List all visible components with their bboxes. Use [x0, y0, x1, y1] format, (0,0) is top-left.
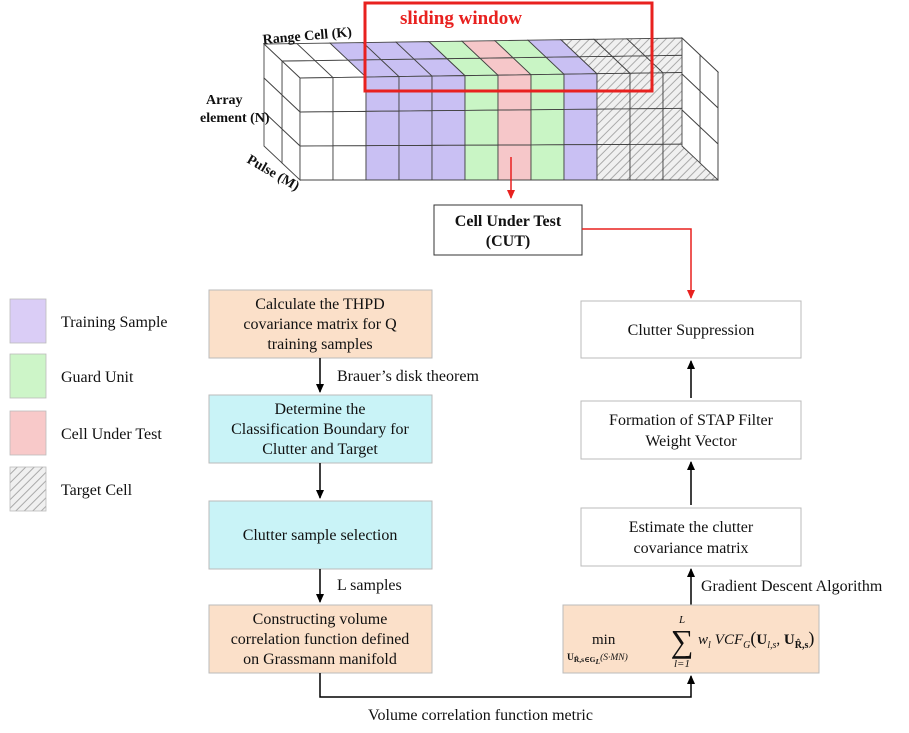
cube-cell — [563, 144, 598, 181]
legend-swatch-target — [9, 466, 47, 512]
formula-box — [562, 604, 820, 674]
legend-label-guard: Guard Unit — [61, 369, 134, 386]
l-samples-label: L samples — [337, 577, 402, 594]
formation-text-1: Formation of STAP Filter — [609, 412, 774, 429]
cube-cell — [596, 108, 631, 146]
cut-to-suppression-arrow — [582, 228, 695, 299]
estimate-text-2: covariance matrix — [633, 540, 748, 557]
formation-box — [580, 400, 802, 460]
cube-cell — [464, 109, 499, 146]
determine-text-3: Clutter and Target — [262, 441, 378, 458]
cube-cell — [263, 110, 283, 165]
legend-label-target: Target Cell — [61, 482, 133, 499]
cube-cell — [629, 108, 664, 145]
cube-cell — [398, 144, 433, 181]
calc-text-1: Calculate the THPD — [255, 296, 384, 313]
calc-text-3: training samples — [267, 336, 372, 353]
selection-box — [208, 500, 433, 570]
cube-cell — [332, 145, 367, 181]
cube-cell — [497, 109, 532, 146]
array-element-label-2: element (N) — [200, 111, 270, 126]
cube-cell — [332, 76, 367, 113]
metric-connector-arrow — [319, 673, 695, 698]
legend-label-cut: Cell Under Test — [61, 426, 162, 443]
cube-cell — [431, 109, 466, 146]
construct-text-3: on Grassmann manifold — [243, 651, 397, 668]
cube-cell — [530, 109, 565, 146]
formula-sigma: ∑ — [671, 623, 694, 659]
brauer-label: Brauer’s disk theorem — [337, 368, 479, 385]
cube-cell — [563, 108, 598, 146]
cube-cell — [398, 110, 433, 146]
suppression-text: Clutter Suppression — [628, 322, 755, 339]
estimate-box — [580, 507, 802, 567]
cube-cell — [464, 144, 499, 181]
cut-box-text-2: (CUT) — [486, 233, 530, 250]
cube-cell — [299, 145, 334, 181]
sliding-window-label: sliding window — [400, 8, 522, 29]
cube-cell — [299, 77, 334, 113]
cube-cell — [365, 145, 400, 181]
legend-swatch-guard — [9, 353, 47, 399]
cut-box — [433, 204, 583, 256]
array-element-label-1: Array — [206, 93, 243, 108]
cube-cell — [681, 108, 701, 165]
formula-sum-bottom: l=1 — [674, 658, 690, 670]
range-cell-cube — [262, 36, 720, 182]
cube-cell — [497, 144, 532, 181]
cube-cell — [596, 143, 631, 181]
metric-label: Volume correlation function metric — [368, 707, 593, 724]
cube-cell — [299, 111, 334, 147]
formula-sub-u: UR̂,s∈GL(S·MN) — [567, 652, 628, 666]
construct-text-2: correlation function defined — [231, 631, 410, 648]
legend: Training Sample Guard Unit Cell Under Te… — [9, 298, 168, 512]
cube-cell — [365, 110, 400, 147]
legend-label-training: Training Sample — [61, 314, 168, 331]
suppression-box — [580, 300, 802, 359]
formula-min: min — [592, 632, 616, 648]
determine-text-2: Classification Boundary for — [231, 421, 409, 438]
selection-text: Clutter sample selection — [243, 527, 398, 544]
cut-box-text-1: Cell Under Test — [455, 213, 562, 230]
calc-text-2: covariance matrix for Q — [243, 316, 397, 333]
formation-text-2: Weight Vector — [645, 433, 737, 450]
determine-text-1: Determine the — [274, 401, 365, 418]
formula-sum-top: L — [678, 614, 685, 626]
legend-swatch-cut — [9, 410, 47, 456]
cube-cell — [431, 144, 466, 181]
cube-cell — [398, 75, 433, 112]
cube-cell — [332, 110, 367, 147]
determine-box — [208, 394, 433, 464]
cube-cell — [464, 74, 499, 111]
cube-cell — [629, 143, 664, 181]
construct-text-1: Constructing volume — [253, 611, 388, 628]
cube-cell — [365, 76, 400, 112]
estimate-text-1: Estimate the clutter — [629, 519, 754, 536]
cube-cell — [530, 144, 565, 181]
construct-box — [208, 604, 433, 674]
gradient-label: Gradient Descent Algorithm — [701, 578, 883, 595]
cube-cell — [431, 75, 466, 112]
sliding-window-frame — [363, 1, 654, 93]
legend-swatch-training — [9, 298, 47, 344]
